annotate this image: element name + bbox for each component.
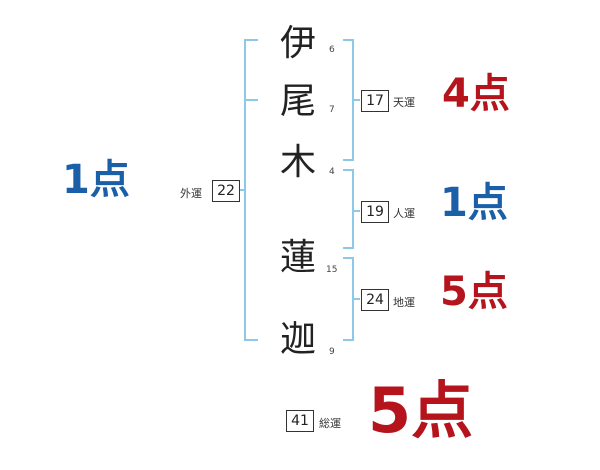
surname-char-3: 木	[280, 142, 317, 183]
heaven-bracket	[343, 39, 354, 161]
surname-char-2: 尾	[280, 81, 317, 122]
person-value-box: 19	[361, 201, 389, 223]
surname-char-1: 伊	[280, 23, 317, 64]
person-label: 人運	[393, 207, 415, 220]
earth-score: 5点	[440, 269, 508, 315]
given-char-2: 迦	[280, 319, 317, 360]
given-char-2-strokes: 9	[329, 347, 335, 357]
earth-label: 地運	[393, 296, 415, 309]
outer-label: 外運	[180, 187, 202, 200]
total-value-box: 41	[286, 410, 314, 432]
given-char-1-strokes: 15	[326, 265, 338, 275]
heaven-value-box: 17	[361, 90, 389, 112]
outer-bracket	[244, 39, 258, 341]
earth-bracket	[343, 257, 354, 341]
person-score: 1点	[440, 180, 508, 226]
heaven-label: 天運	[393, 96, 415, 109]
earth-value-box: 24	[361, 289, 389, 311]
surname-char-3-strokes: 4	[329, 167, 335, 177]
heaven-score: 4点	[442, 71, 510, 117]
given-char-1: 蓮	[280, 237, 317, 278]
surname-char-2-strokes: 7	[329, 105, 335, 115]
outer-score: 1点	[62, 157, 130, 203]
person-bracket	[343, 169, 354, 249]
surname-char-1-strokes: 6	[329, 45, 335, 55]
outer-value-box: 22	[212, 180, 240, 202]
total-score: 5点	[368, 374, 474, 447]
total-label: 総運	[319, 417, 341, 430]
